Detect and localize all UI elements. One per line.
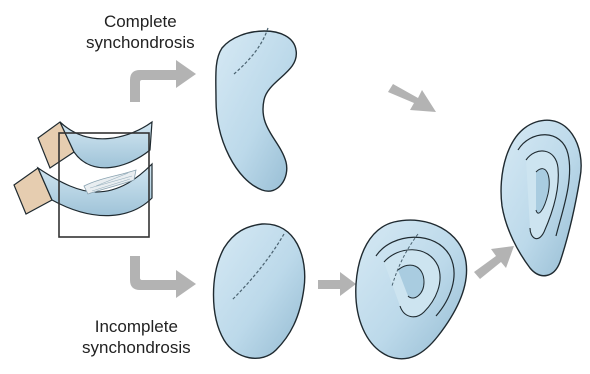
label-incomplete-line2: synchondrosis [82,337,191,358]
arrow-frame-to-ear [474,246,514,279]
label-complete-line1: Complete [86,11,195,32]
label-complete-line2: synchondrosis [86,32,195,53]
ear-framework [356,220,467,359]
incomplete-piece [214,224,305,358]
arrow-complete-to-ear [388,84,436,112]
arrow-to-incomplete [130,256,196,298]
final-ear [501,120,581,275]
complete-piece [216,28,297,191]
label-incomplete-line1: Incomplete [82,316,191,337]
label-incomplete-synchondrosis: Incomplete synchondrosis [82,316,191,358]
rib-cartilage-upper [60,122,152,168]
rib-cartilage-source [14,122,152,237]
arrow-incomplete-to-frame [318,272,356,296]
label-complete-synchondrosis: Complete synchondrosis [86,11,195,53]
arrow-to-complete [130,60,196,102]
